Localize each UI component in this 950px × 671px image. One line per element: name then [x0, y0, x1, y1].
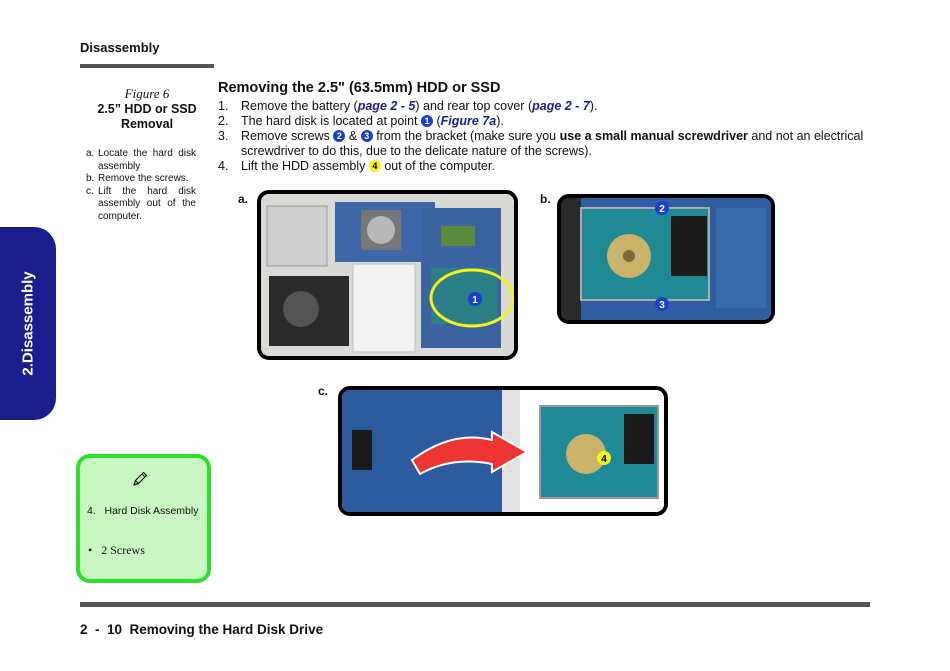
- step-marker: c.: [86, 185, 94, 197]
- footer-rule: [80, 602, 870, 607]
- instruction-number: 3.: [218, 129, 229, 143]
- instruction-number: 1.: [218, 99, 229, 113]
- photo-b-callout-2: 2: [659, 204, 665, 215]
- text-run: ).: [589, 99, 598, 113]
- photo-a-hdd-location: 1: [257, 190, 518, 360]
- section-title: Removing the 2.5" (63.5mm) HDD or SSD: [218, 80, 501, 96]
- note-item: 4. Hard Disk Assembly: [87, 505, 199, 517]
- text-run: out of the computer.: [384, 159, 495, 173]
- text-run: from the bracket (make sure you: [376, 129, 557, 143]
- pencil-icon: [133, 471, 148, 486]
- page-footer: 2 - 10 Removing the Hard Disk Drive: [80, 622, 324, 637]
- callout-badge-3: 3: [360, 130, 373, 142]
- chapter-side-tab-label: 2.Disassembly: [19, 271, 37, 376]
- figure-title-line1: 2.5” HDD or SSD: [97, 102, 197, 116]
- instruction-list: 1. Remove the battery (page 2 - 5) and r…: [218, 99, 868, 174]
- instruction-item: 3. Remove screws 2 & 3 from the bracket …: [218, 129, 868, 159]
- photo-a-callout: 1: [472, 295, 478, 306]
- text-run: Remove the battery (: [241, 99, 358, 113]
- photo-b-image: 2 3: [561, 198, 771, 320]
- figure-step: c. Lift the hard disk assembly out of the…: [86, 186, 196, 224]
- figure-link-7a[interactable]: Figure 7a: [440, 114, 497, 128]
- photo-c-lift-assembly: 4: [338, 386, 668, 516]
- text-run: and not an electrical screwdriver to do …: [241, 129, 864, 158]
- step-text: Remove the screws.: [98, 173, 189, 184]
- instruction-text: Remove screws 2 & 3 from the bracket (ma…: [241, 129, 868, 159]
- bold-text-run: use a small manual screwdriver: [559, 129, 748, 143]
- text-run: &: [348, 129, 358, 143]
- figure-step: b.Remove the screws.: [86, 173, 196, 186]
- instruction-item: 4. Lift the HDD assembly 4 out of the co…: [218, 159, 868, 174]
- photo-a-label: a.: [238, 192, 249, 206]
- instruction-number: 4.: [218, 159, 229, 173]
- page-link-battery[interactable]: page 2 - 5: [357, 99, 416, 113]
- callout-badge-1: 1: [420, 115, 433, 127]
- page-link-rear-cover[interactable]: page 2 - 7: [532, 99, 590, 113]
- step-marker: b.: [86, 173, 95, 184]
- figure-steps-list: a.Locate the hard disk assembly b.Remove…: [86, 148, 196, 223]
- photo-b-label: b.: [540, 192, 551, 206]
- photo-c-image: 4: [342, 390, 664, 512]
- text-run: ) and rear top cover (: [415, 99, 533, 113]
- photo-a-image: 1: [261, 194, 514, 356]
- note-bullet: • 2 Screws: [88, 543, 145, 557]
- photo-b-screws: 2 3: [557, 194, 775, 324]
- chapter-side-tab-label-wrap: 2.Disassembly: [0, 227, 56, 420]
- step-text: Locate the hard disk assembly: [98, 148, 196, 172]
- instruction-number: 2.: [218, 114, 229, 128]
- callout-badge-4: 4: [368, 160, 381, 172]
- text-run: (: [436, 114, 441, 128]
- instruction-text: Remove the battery (page 2 - 5) and rear…: [241, 99, 868, 114]
- photo-c-label: c.: [318, 384, 329, 398]
- callout-badge-2: 2: [333, 130, 346, 142]
- text-run: The hard disk is located at point: [241, 114, 418, 128]
- text-run: Lift the HDD assembly: [241, 159, 366, 173]
- instruction-item: 1. Remove the battery (page 2 - 5) and r…: [218, 99, 868, 114]
- step-marker: a.: [86, 148, 95, 159]
- photo-b-callout-3: 3: [659, 300, 665, 311]
- text-run: ).: [496, 114, 504, 128]
- page-header-section: Disassembly: [80, 40, 160, 55]
- photo-c-callout: 4: [601, 454, 607, 465]
- instruction-item: 2. The hard disk is located at point 1 (…: [218, 114, 868, 129]
- header-rule: [80, 64, 214, 68]
- chapter-side-tab[interactable]: [0, 227, 56, 420]
- instruction-text: Lift the HDD assembly 4 out of the compu…: [241, 159, 868, 174]
- figure-step: a.Locate the hard disk assembly: [86, 148, 196, 173]
- figure-title-line2: Removal: [120, 117, 174, 131]
- instruction-text: The hard disk is located at point 1 (Fig…: [241, 114, 868, 129]
- figure-label: Figure 6: [124, 86, 170, 101]
- figure-title: 2.5” HDD or SSD Removal: [80, 102, 214, 132]
- step-text: Lift the hard disk assembly out of the c…: [98, 185, 196, 222]
- text-run: Remove screws: [241, 129, 330, 143]
